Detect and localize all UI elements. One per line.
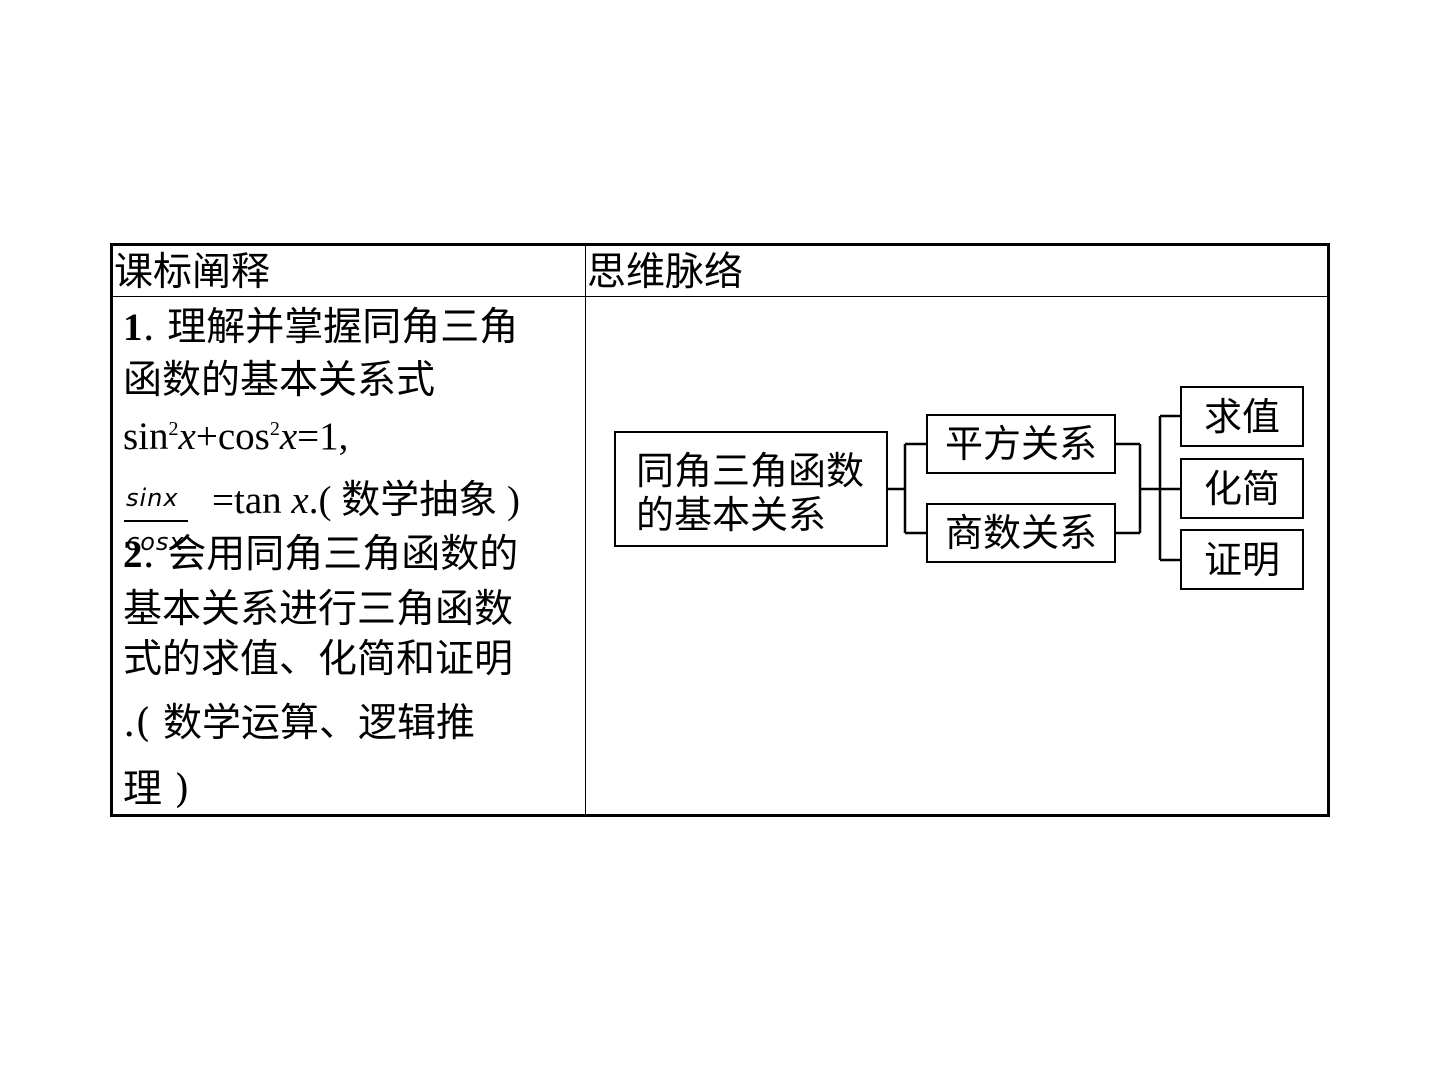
- fraction-numerator: sinx: [126, 484, 179, 512]
- item2-line5: 理 ): [123, 767, 190, 813]
- item1-line2: 函数的基本关系式: [123, 358, 436, 403]
- box-main-line2: 的基本关系: [636, 493, 827, 537]
- fraction-sin-over-cos: sinx cosx: [124, 480, 188, 560]
- eq-x1: x: [178, 415, 196, 458]
- box-square-relation: 平方关系: [926, 414, 1116, 474]
- item1-number: 1: [123, 306, 143, 349]
- item1-text1: . 理解并掌握同角三角: [142, 305, 519, 350]
- eq-x3: x: [291, 479, 309, 522]
- eq-square-2: 2: [269, 418, 280, 440]
- eq-plus-cos: +cos: [195, 415, 270, 458]
- box-quotient-relation: 商数关系: [926, 503, 1116, 563]
- eq-tail: .(: [308, 479, 342, 522]
- tag-math-operation-logic: 数学运算、逻辑推: [163, 701, 476, 746]
- eq-x2: x: [279, 415, 298, 458]
- item2-text1: . 会用同角三角函数的: [142, 532, 519, 577]
- column-divider: [585, 246, 586, 814]
- box-prove: 证明: [1180, 529, 1304, 590]
- item2-line3: 式的求值、化简和证明: [123, 637, 514, 682]
- eq-tan: =tan: [212, 479, 292, 522]
- fraction-bar: [124, 520, 188, 522]
- item2-line4: .( 数学运算、逻辑推: [123, 701, 475, 747]
- header-mind-map: 思维脉络: [587, 250, 744, 295]
- box-same-angle-relations: 同角三角函数 的基本关系: [614, 431, 888, 547]
- item2-line5-close: ): [162, 767, 190, 812]
- tag-reasoning: 理: [123, 767, 163, 812]
- item2-line1: 2. 会用同角三角函数的: [123, 532, 518, 578]
- eq-square-1: 2: [168, 418, 179, 440]
- identity-pythagorean: sin2x+cos2x=1,: [123, 414, 348, 460]
- fraction-denominator: cosx: [126, 528, 185, 556]
- box-evaluate: 求值: [1180, 386, 1304, 447]
- content-table: 课标阐释 思维脉络: [110, 243, 1330, 817]
- header-divider: [113, 296, 1327, 297]
- item1-line1: 1. 理解并掌握同角三角: [123, 305, 518, 351]
- box-main-line1: 同角三角函数: [636, 449, 865, 493]
- header-curriculum: 课标阐释: [114, 250, 271, 295]
- item2-line2: 基本关系进行三角函数: [123, 587, 514, 632]
- item2-line4-prefix: .(: [123, 701, 164, 746]
- eq-equals-one: =1,: [297, 415, 349, 458]
- item2-number: 2: [123, 533, 143, 576]
- eq-sin: sin: [123, 415, 169, 458]
- box-simplify: 化简: [1180, 458, 1304, 519]
- tag1-close: ): [497, 479, 520, 522]
- identity-quotient: =tan x.( 数学抽象 ): [212, 478, 520, 524]
- tag-math-abstraction: 数学抽象: [341, 478, 498, 523]
